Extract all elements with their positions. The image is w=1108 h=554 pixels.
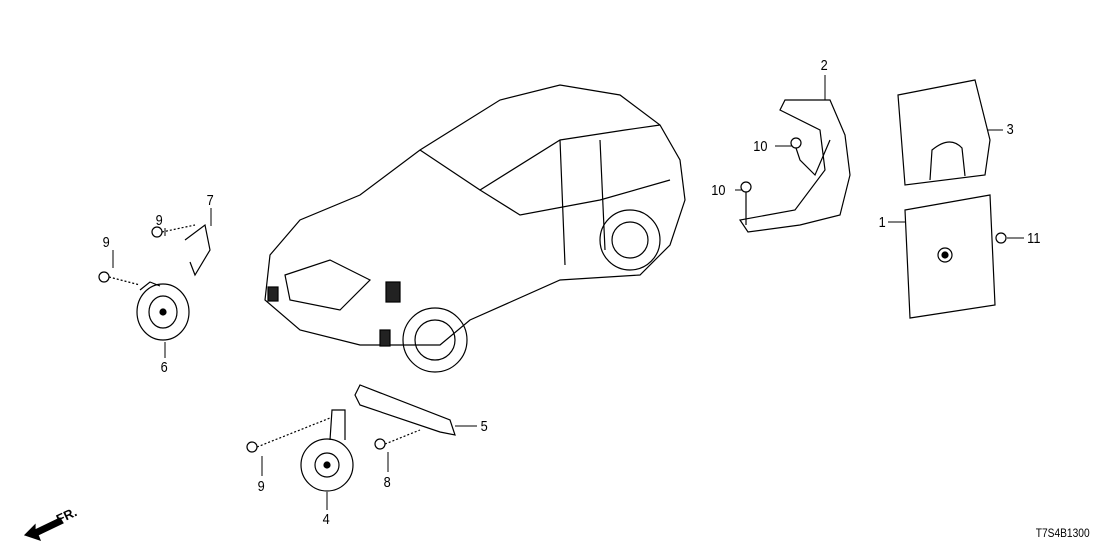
callout-4: 4 <box>322 511 330 528</box>
callout-10-lower: 10 <box>711 182 726 199</box>
callout-9-upper: 9 <box>155 212 163 229</box>
callout-11: 11 <box>1027 230 1041 247</box>
leader-lines <box>112 75 1024 510</box>
diagram-code: T7S4B1300 <box>1035 526 1090 540</box>
callout-10-upper: 10 <box>753 138 768 155</box>
front-direction-arrow-icon <box>23 517 64 541</box>
callout-8: 8 <box>383 474 391 491</box>
callout-6: 6 <box>160 359 168 376</box>
horn-6-illustration <box>98 223 211 341</box>
callout-1: 1 <box>878 214 886 231</box>
horn-4-illustration <box>246 384 456 492</box>
callout-3: 3 <box>1006 121 1014 138</box>
vehicle-illustration <box>264 84 686 373</box>
callout-2: 2 <box>820 57 828 74</box>
callout-9-lower: 9 <box>257 478 265 495</box>
callout-5: 5 <box>480 418 488 435</box>
callout-9-left: 9 <box>102 234 110 251</box>
ecu-illustration <box>738 79 1007 319</box>
callout-7: 7 <box>206 192 214 209</box>
